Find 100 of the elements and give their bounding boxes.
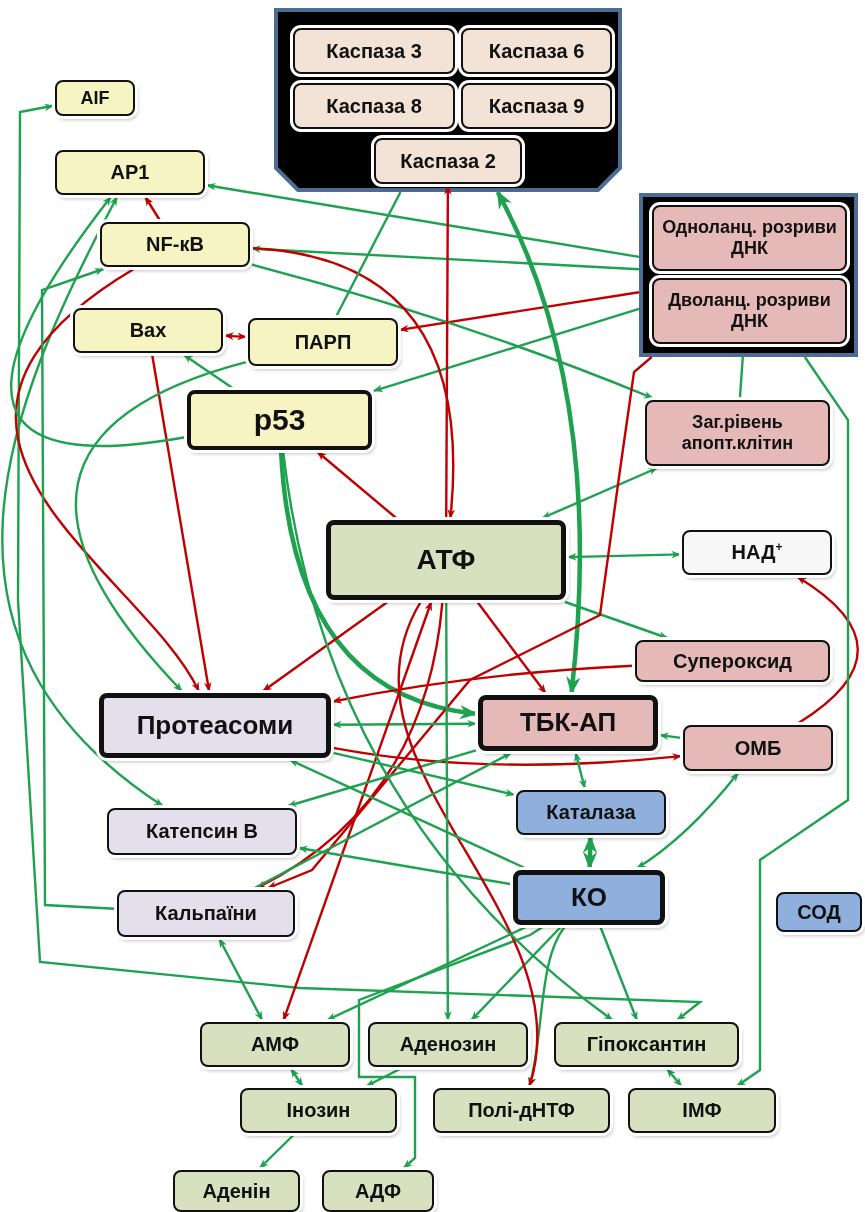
connector-arrow [326,925,527,1022]
connector-arrow [397,601,539,1087]
node-box [461,83,612,129]
node-label: Супероксид [672,649,793,673]
node-label: Інозин [286,1099,351,1122]
connector-arrow [541,466,659,520]
node-label: Кальпаїни [155,902,257,925]
connector-arrow [444,602,452,1021]
connector-arrow [15,268,200,692]
node-box [374,138,522,184]
connector-arrow [267,356,653,890]
connector-arrow [527,926,566,1087]
node-box [293,28,455,74]
connector-arrow [574,752,587,789]
node-box [117,890,295,937]
node-box [513,870,665,925]
node-box [107,808,297,855]
node-box [187,390,372,450]
node-box [433,1088,610,1133]
node-label: Каспаза 9 [488,94,585,118]
connector-arrow [218,938,264,1021]
connector-arrow [365,1067,401,1088]
connector-arrow [736,356,850,1087]
connector-arrow [567,550,681,561]
connector-arrow [251,245,640,271]
connector-arrow [796,576,859,724]
connector-arrow [659,732,682,741]
connector-arrow [444,185,452,518]
node-label: НАД$^{+}$ [731,541,783,564]
node-label: КО [570,882,608,913]
connector-arrow [1,196,164,807]
node-label: СОД [797,900,841,924]
connector-arrow [206,182,640,259]
node-box [322,1170,434,1212]
connector-arrow [399,291,640,333]
node-label: Одноланц. розриви ДНК [661,217,838,259]
connector-arrow [476,601,547,694]
node-label: Гіпоксантин [586,1033,707,1056]
connector-arrow [332,719,477,729]
node-label: АМФ [250,1033,300,1056]
node-box [200,1022,350,1067]
connector-arrow [259,1134,295,1169]
node-box [478,695,658,751]
node-box [55,80,135,116]
node-box [461,28,612,74]
node-label: Каспаза 2 [400,149,496,173]
node-box [645,400,830,466]
connector-arrow [287,749,477,808]
node-label: Каталаза [546,801,636,824]
node-label: Протеасоми [136,710,294,741]
node-label: Аденін [202,1179,271,1203]
connector-arrow [582,835,598,870]
connector-arrow [666,1068,683,1087]
connector-arrow [253,751,512,890]
node-label: Дволанц. розриви ДНК [667,290,832,332]
node-box [326,520,566,600]
node-box [682,530,832,575]
node-box [516,790,666,835]
connector-arrow [373,307,640,392]
connector-arrow [75,360,247,692]
node-label: Катепсин B [145,820,259,843]
node-box [173,1170,300,1212]
connector-arrow [495,190,583,695]
node-box [73,308,223,353]
node-box [99,693,331,758]
connector-arrow [16,103,704,1021]
node-box [368,1022,528,1067]
connector-arrow [332,746,682,766]
node-label: Каспаза 8 [326,94,422,118]
node-label: Каспаза 6 [488,39,585,63]
node-label: ТБК-АП [519,708,617,738]
node-box [628,1088,776,1133]
node-box [635,640,830,682]
node-box [240,1088,397,1133]
connector-arrow [599,926,638,1021]
node-box [248,318,398,366]
connector-arrow [332,751,515,797]
connector-arrow [262,601,389,692]
connector-arrow [224,332,247,341]
connector-arrow [278,451,478,719]
node-box [100,222,250,267]
node-label: ОМБ [734,736,782,760]
node-box [683,725,833,771]
node-label: Bax [129,319,167,342]
connector-arrow [357,926,544,1169]
connector-arrow [183,354,234,389]
connector-arrow [151,354,212,692]
node-label: p53 [253,402,306,438]
connector-arrow [290,1068,304,1087]
connector-arrow [470,926,562,1021]
node-box [776,892,862,932]
node-label: Аденозин [399,1033,497,1056]
connector-arrow [282,601,433,1021]
node-label: Заг.рівень апопт.клітин [680,412,795,454]
connector-arrow [289,758,526,870]
connector-arrow [282,451,614,1021]
connector-arrow [251,247,455,519]
connector-arrow [564,600,669,640]
node-label: ПАРП [294,330,352,354]
node-box [293,83,455,129]
